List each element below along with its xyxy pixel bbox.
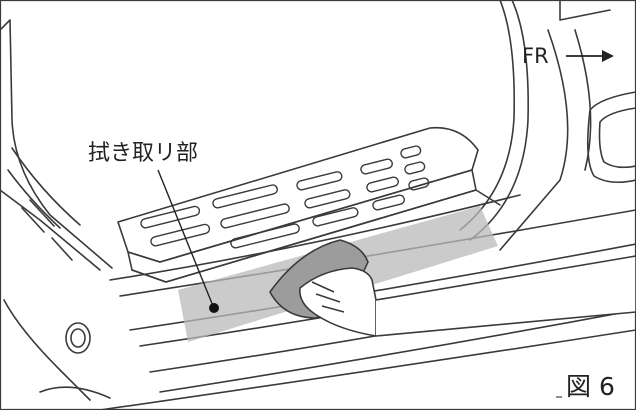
rear-door-edge [499,29,569,251]
left-lower-body-line [3,299,91,401]
sill-top-line [109,194,521,281]
finger-lines [311,281,345,313]
body-hole-outer [65,322,91,354]
left-latch-detail [21,199,73,261]
scuff-plate-slots [140,145,430,249]
callout-leader [157,169,214,307]
callout-target-dot [209,303,219,313]
scuff-plate-lower-edge [131,189,501,283]
left-pillar-lower-line [0,189,101,271]
body-hole-inner [70,328,86,348]
hand-with-cloth [269,239,636,337]
wipe-area-label: 拭き取リ部 [88,141,199,166]
sleeve-icon [375,255,636,337]
b-pillar-outer [469,0,529,241]
rear-door-top [559,0,611,21]
sill-line-6 [99,329,636,410]
left-pillar-inner-line-2 [7,169,61,229]
door-handle-inner [598,107,636,169]
left-pillar-inner-line [11,147,81,226]
direction-arrow-icon [566,50,614,62]
front-direction-label: FR [522,44,549,68]
figure-number: 図 6 [566,372,615,401]
sill-line-5 [159,309,636,393]
left-pillar-outline [0,19,113,269]
door-handle-outer [586,91,636,184]
b-pillar-inner [459,0,516,231]
left-lower-curve [39,386,111,399]
